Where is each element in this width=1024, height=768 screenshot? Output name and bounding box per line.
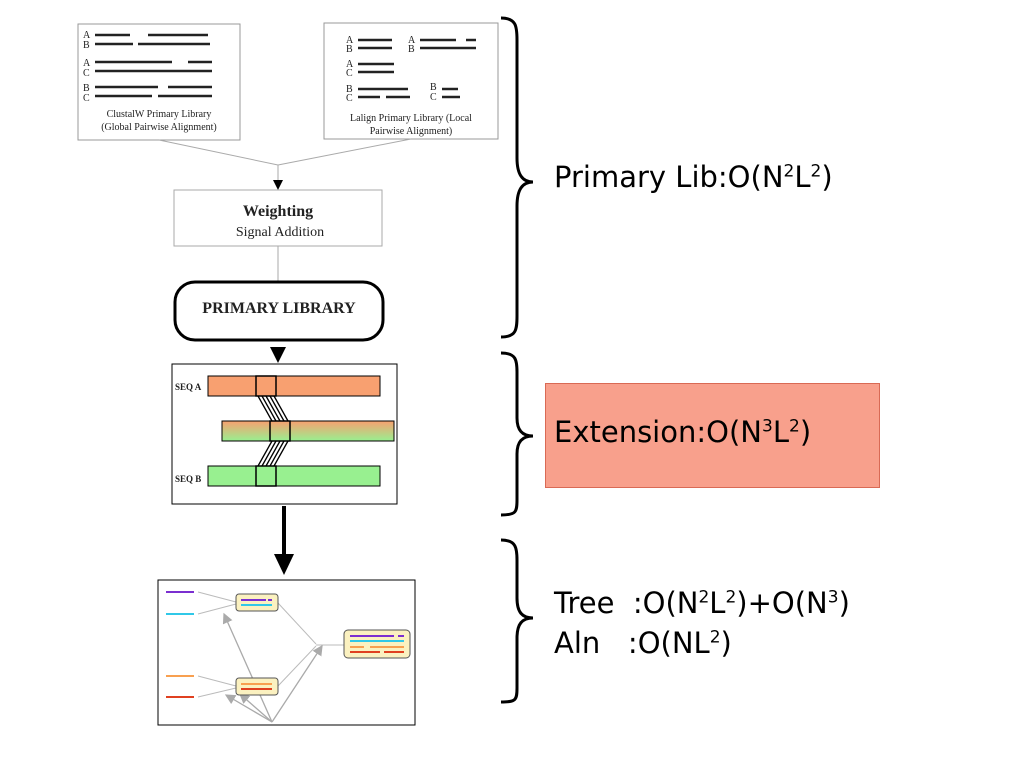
pair-label: B [408,44,415,55]
pair-label: A [408,35,416,46]
merge-connectors [158,138,412,183]
pair-label: B [83,83,90,94]
clustalw-library-box: A B A C B C ClustalW Primary Library (Gl… [77,23,241,141]
primary-complexity-label: Primary Lib:O(N2L2) [554,160,833,194]
pair-label: A [83,58,91,69]
pair-label: B [346,84,353,95]
seq-b-label: SEQ B [175,474,201,484]
extension-links [257,395,289,467]
pair-label: B [430,82,437,93]
pair-label: C [430,92,437,103]
extension-complexity-label: Extension:O(N3L2) [554,415,812,449]
pair-label: A [346,35,354,46]
pair-label: B [83,40,90,51]
clustalw-caption-line1: ClustalW Primary Library [107,109,212,120]
final-alignment-node [343,629,411,659]
arrow-down-icon [273,180,283,190]
seq-a-bar [207,375,381,397]
brace-extension [500,351,534,517]
aln-complexity-label: Aln :O(NL2) [554,626,732,660]
pair-label: C [83,68,90,79]
lalign-caption-line1: Lalign Primary Library (Local [350,113,472,124]
pair-label: B [346,44,353,55]
seq-a-label: SEQ A [175,382,202,392]
pair-label: C [346,68,353,79]
arrow-down-icon [274,554,294,575]
guide-arrows [222,612,323,723]
pair-label: C [83,93,90,104]
profile-node [235,593,279,612]
clustalw-caption-line2: (Global Pairwise Alignment) [101,122,217,133]
lalign-library-box: A B A C B C A B B C Lalign Primary Libra… [323,22,499,140]
pair-label: A [346,59,354,70]
extension-box: SEQ A SEQ B [171,363,398,505]
intermediate-seq-bar [221,420,395,442]
brace-primary [500,16,534,339]
seq-b-bar [207,465,381,487]
alignment-lines [95,33,212,98]
extension-highlight-box [545,383,880,488]
pair-label: A [83,30,91,41]
profile-node [235,677,279,696]
lalign-caption-line2: Pairwise Alignment) [370,126,453,137]
tree-alignment-box [157,579,416,726]
weighting-box: Weighting Signal Addition [173,189,383,247]
primary-library-label: PRIMARY LIBRARY [202,300,356,317]
weighting-subtitle: Signal Addition [236,225,324,240]
weighting-title: Weighting [243,203,313,220]
arrow-down-icon [270,347,286,363]
tree-branches [197,591,344,698]
brace-tree [500,538,534,704]
alignment-lines [358,38,476,99]
pair-label: C [346,93,353,104]
primary-library-box: PRIMARY LIBRARY [173,280,385,342]
tree-complexity-label: Tree :O(N2L2)+O(N3) [554,586,850,620]
